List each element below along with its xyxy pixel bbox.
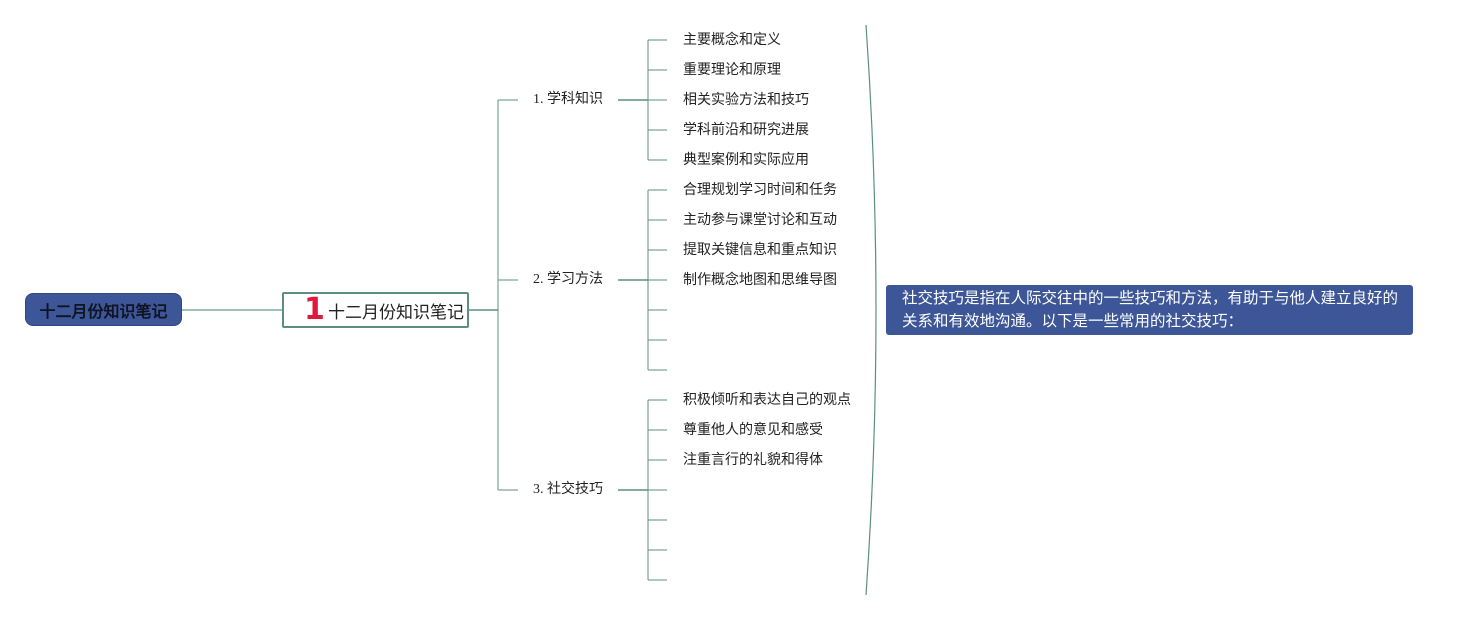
leaf-topic[interactable]: 制作概念地图和思维导图: [683, 272, 837, 288]
leaf-tick: [648, 399, 667, 581]
leaf-topic[interactable]: 重要理论和原理: [683, 62, 781, 78]
leaf-topic[interactable]: 主要概念和定义: [683, 32, 781, 48]
branch-topic-2[interactable]: 2. 学习方法: [533, 272, 603, 287]
branch-topic-1[interactable]: 1. 学科知识: [533, 92, 603, 107]
leaf-topic[interactable]: 主动参与课堂讨论和互动: [683, 212, 837, 228]
leaf-topic[interactable]: 相关实验方法和技巧: [683, 92, 809, 108]
leaf-topic[interactable]: 学科前沿和研究进展: [683, 122, 809, 138]
number-one-marker-icon: 1: [304, 292, 325, 327]
main-topic-label: 十二月份知识笔记: [328, 302, 464, 323]
leaf-topic[interactable]: 注重言行的礼貌和得体: [683, 452, 823, 468]
leaf-tick: [648, 39, 667, 161]
leaf-tick: [648, 189, 667, 371]
branch-topic-3[interactable]: 3. 社交技巧: [533, 482, 603, 497]
leaf-topic[interactable]: 尊重他人的意见和感受: [683, 422, 823, 438]
leaf-topic[interactable]: 提取关键信息和重点知识: [683, 242, 837, 258]
summary-topic[interactable]: 社交技巧是指在人际交往中的一些技巧和方法，有助于与他人建立良好的关系和有效地沟通…: [886, 285, 1413, 335]
leaf-topic[interactable]: 合理规划学习时间和任务: [683, 182, 837, 198]
leaf-topic[interactable]: 积极倾听和表达自己的观点: [683, 392, 851, 408]
leaf-topic[interactable]: 典型案例和实际应用: [683, 152, 809, 168]
root-topic[interactable]: 十二月份知识笔记: [25, 293, 182, 326]
summary-bracket: [865, 24, 877, 596]
summary-text: 社交技巧是指在人际交往中的一些技巧和方法，有助于与他人建立良好的关系和有效地沟通…: [902, 289, 1399, 330]
root-topic-label: 十二月份知识笔记: [39, 301, 168, 321]
main-topic[interactable]: 1 十二月份知识笔记: [282, 292, 469, 328]
